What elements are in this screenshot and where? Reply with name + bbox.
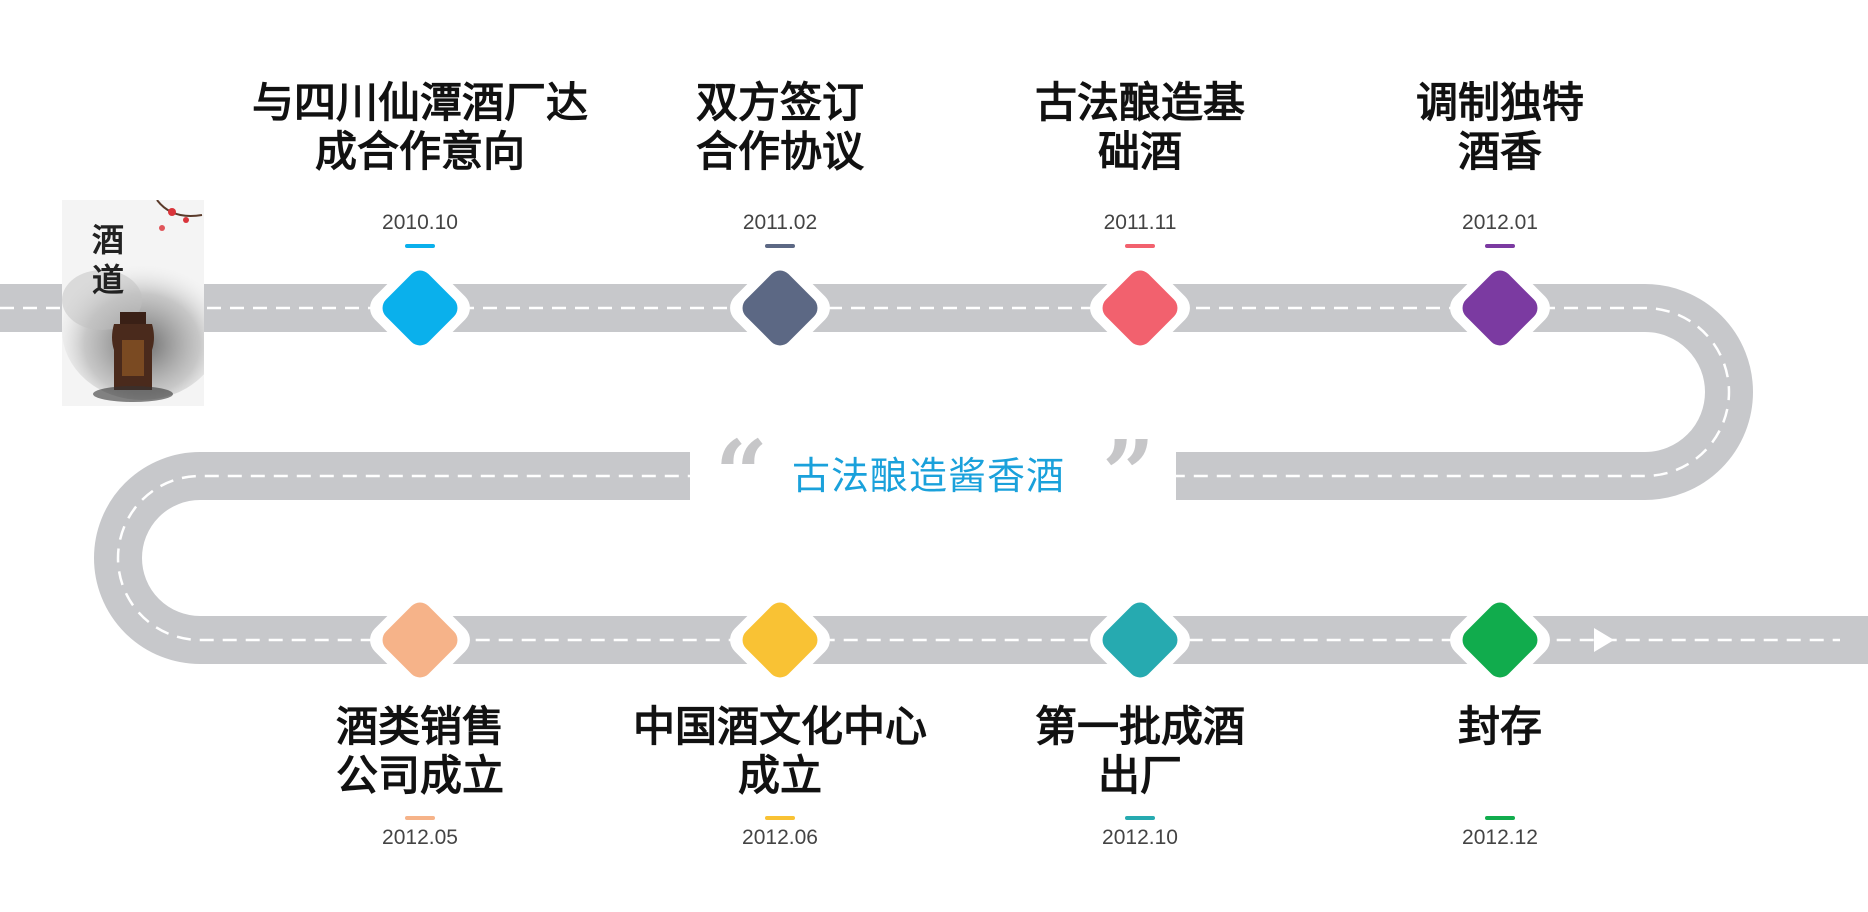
milestone-color-dash: [1125, 816, 1155, 820]
milestone-color-dash: [1485, 244, 1515, 248]
milestone-title: 封存: [1457, 702, 1542, 751]
center-label: 古法酿造酱香酒: [792, 454, 1066, 498]
close-quote-icon: ”: [1102, 420, 1155, 528]
milestone-color-dash: [1125, 244, 1155, 248]
marker-diamond: [1457, 597, 1543, 683]
milestone-date: 2010.10: [382, 211, 458, 234]
milestone-title: 古法酿造基 础酒: [1034, 78, 1245, 176]
milestone-marker-icon: [1443, 251, 1557, 365]
road-arrow-icon: [1594, 628, 1614, 652]
milestone-color-dash: [1485, 816, 1515, 820]
milestone-marker-icon: [723, 583, 837, 697]
milestone-date: 2011.11: [1103, 211, 1177, 234]
marker-diamond: [377, 265, 463, 351]
milestone-date: 2012.06: [742, 826, 818, 849]
milestone-title: 酒类销售 公司成立: [335, 702, 504, 800]
milestone-marker-icon: [363, 251, 477, 365]
milestone-date: 2012.12: [1462, 826, 1538, 849]
marker-diamond: [377, 597, 463, 683]
milestone-date: 2011.02: [742, 211, 818, 234]
milestone-title: 双方签订 合作协议: [695, 78, 864, 176]
milestone-date: 2012.10: [1102, 826, 1178, 849]
milestone-marker-icon: [1083, 251, 1197, 365]
marker-diamond: [1097, 597, 1183, 683]
poster-calligraphy: 酒道: [92, 221, 125, 299]
milestone-color-dash: [765, 816, 795, 820]
milestone-color-dash: [765, 244, 795, 248]
milestone-marker-icon: [363, 583, 477, 697]
milestone-marker-icon: [723, 251, 837, 365]
milestone-title: 中国酒文化中心 成立: [632, 702, 927, 800]
marker-diamond: [737, 265, 823, 351]
liquor-poster-image: 酒道: [62, 200, 204, 406]
marker-diamond: [737, 597, 823, 683]
milestone-marker-icon: [1083, 583, 1197, 697]
marker-diamond: [1457, 265, 1543, 351]
milestone-color-dash: [405, 244, 435, 248]
milestone-marker-icon: [1443, 583, 1557, 697]
marker-diamond: [1097, 265, 1183, 351]
milestone-date: 2012.01: [1462, 211, 1538, 234]
milestone-title: 第一批成酒 出厂: [1034, 702, 1245, 800]
milestone-color-dash: [405, 816, 435, 820]
label-gap: [690, 446, 1176, 506]
open-quote-icon: “: [715, 420, 768, 528]
milestone-date: 2012.05: [382, 826, 458, 849]
milestone-title: 与四川仙潭酒厂达 成合作意向: [251, 78, 588, 176]
milestone-title: 调制独特 酒香: [1415, 78, 1584, 176]
